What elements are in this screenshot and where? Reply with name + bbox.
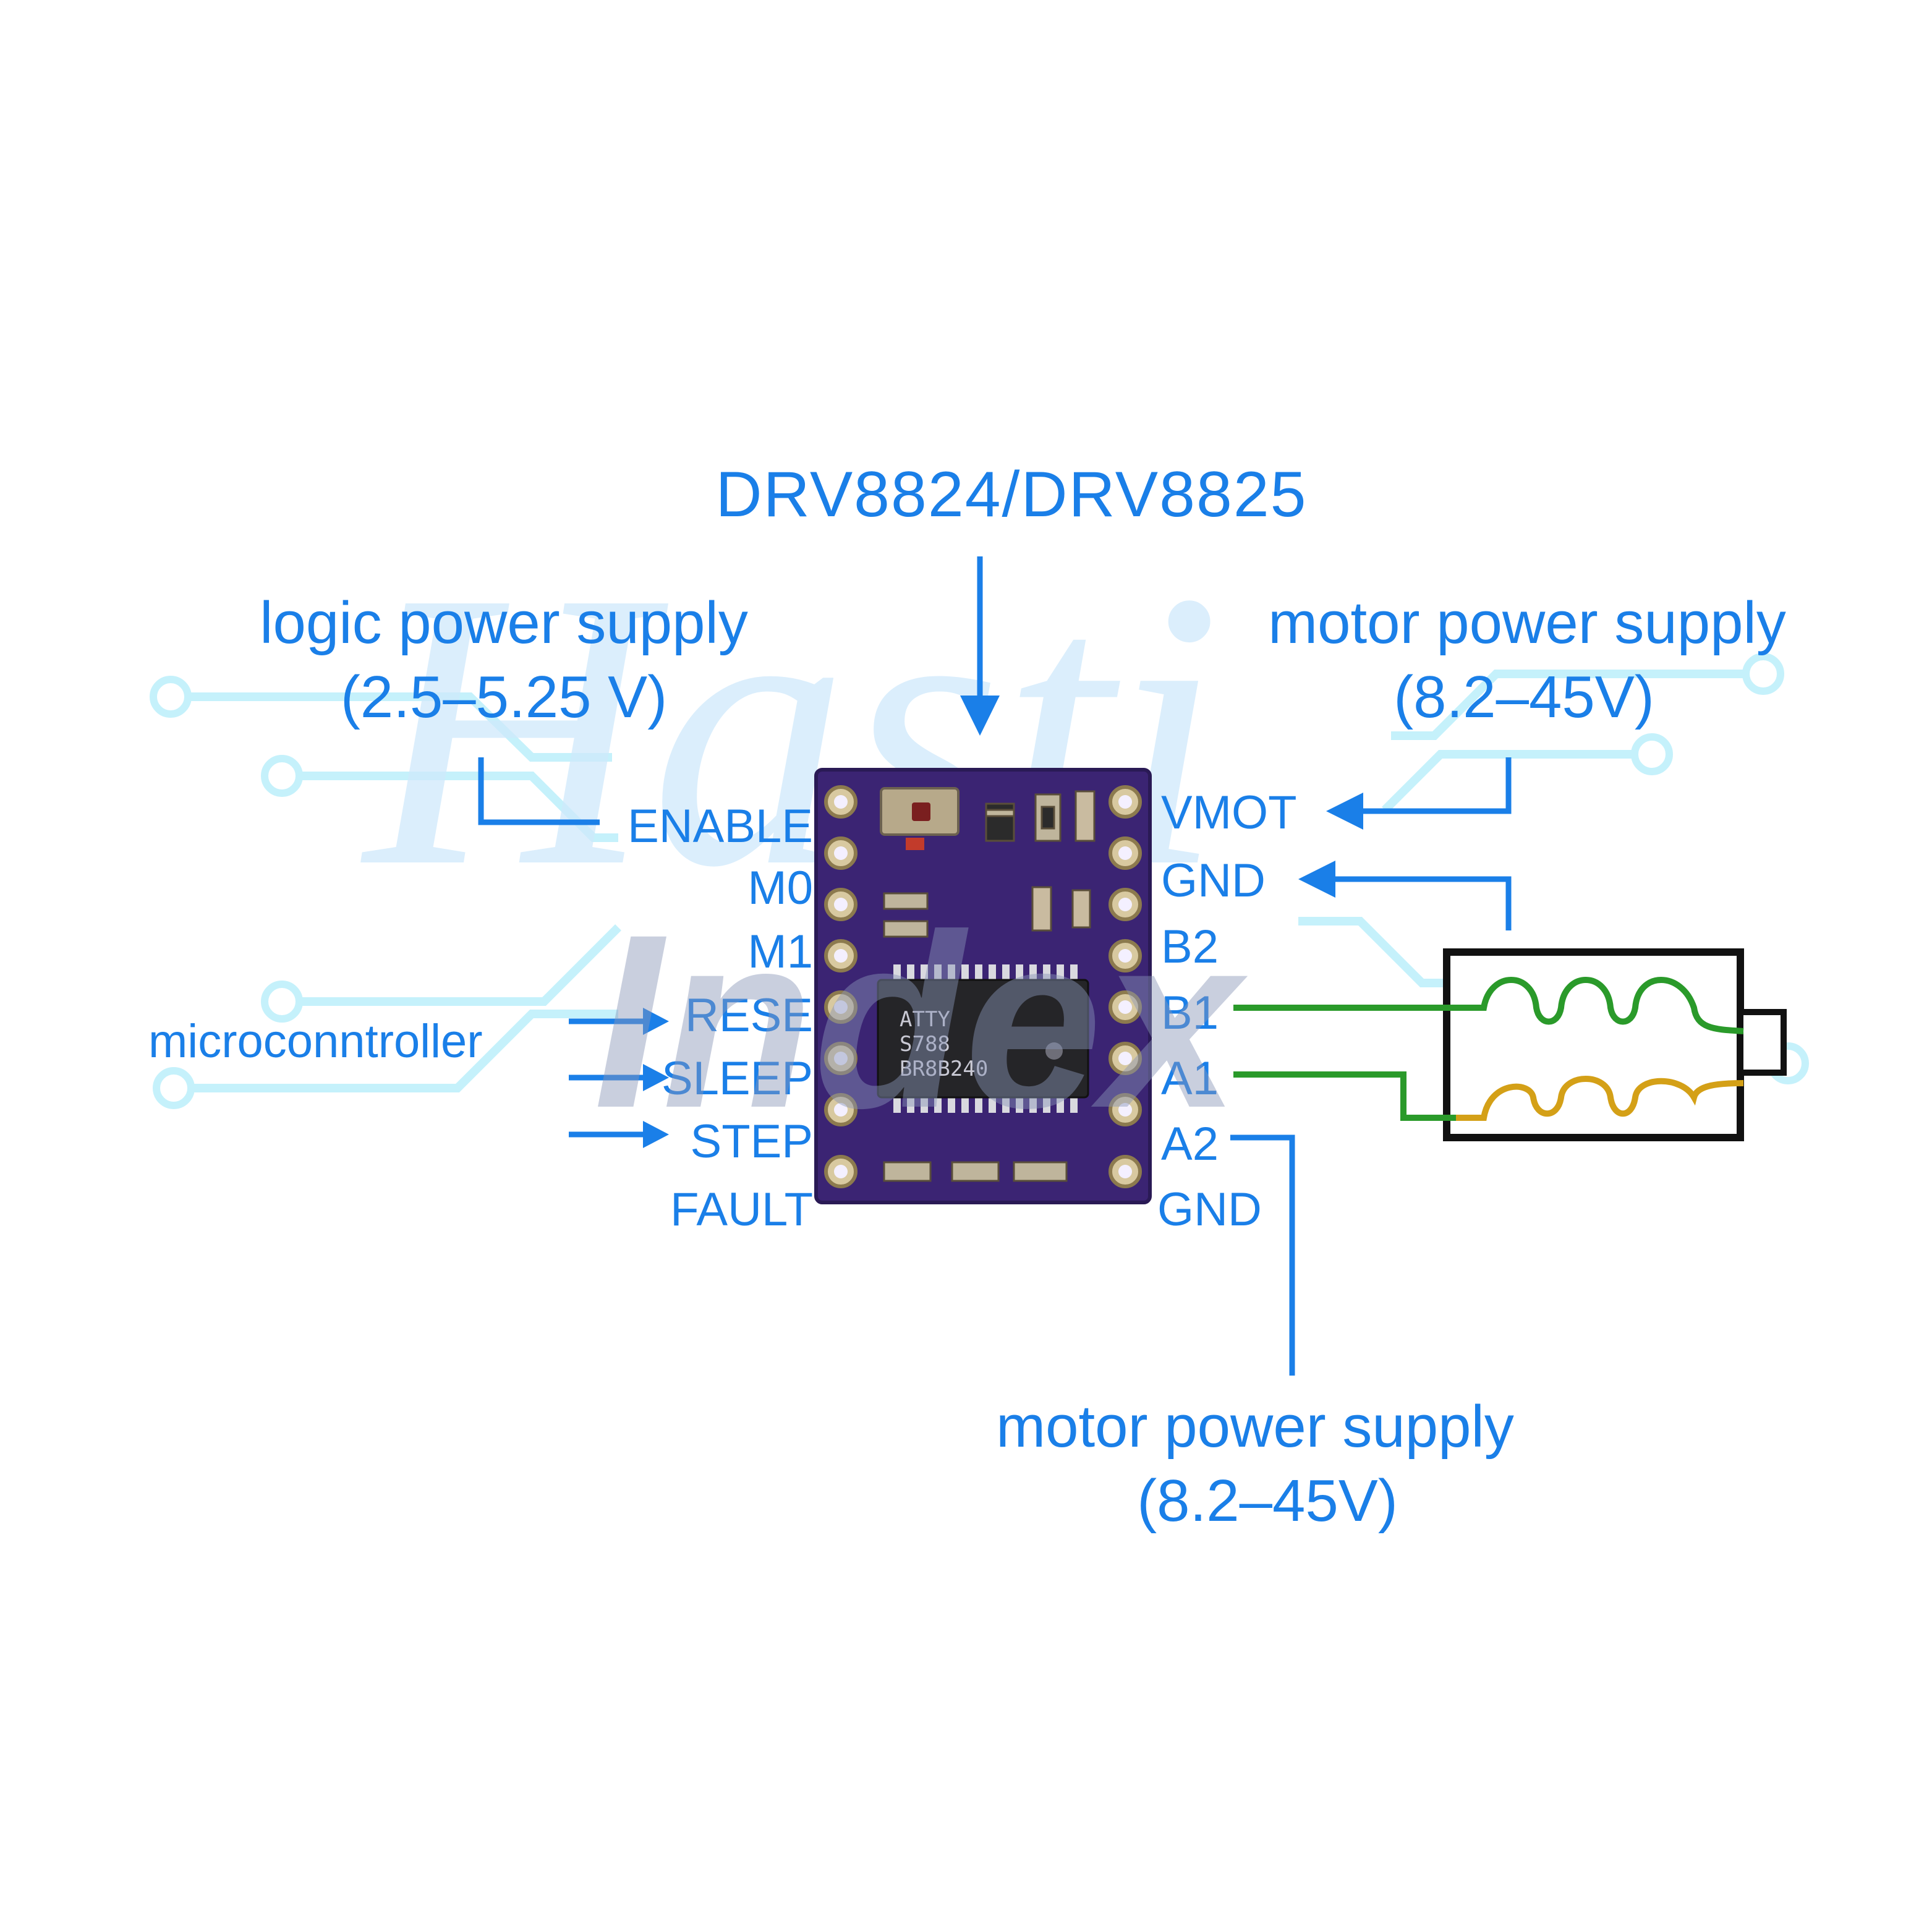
microcontroller-label: microconntroller [148,1015,483,1068]
driver-board: ATTY S788 BR8B240 [814,768,1152,1204]
motor-coil-b [1233,977,1744,1034]
pin-label-fault: FAULT [670,1183,813,1236]
motor-supply-bottom-label: motor power supply [996,1394,1514,1460]
motor-coil-a [1456,1076,1744,1121]
left-pin-labels: ENABLE M0 M1 RESE SLEEP STEP FAULT [628,800,813,1236]
logic-supply-range: (2.5–5.25 V) [341,664,667,730]
pin-label-b2: B2 [1161,921,1219,973]
gnd-arrow [1298,861,1512,930]
pin-label-b1: B1 [1161,987,1219,1039]
motor-supply-top-label: motor power supply [1268,590,1786,656]
a2-supply-line [1230,1134,1295,1376]
vmot-arrow [1326,757,1512,830]
driver-ic: ATTY S788 BR8B240 [877,964,1089,1113]
diagram-title: DRV8824/DRV8825 [715,459,1307,530]
motor-supply-bottom-range: (8.2–45V) [1137,1468,1398,1534]
pin-label-reset: RESE [685,989,813,1042]
chip-marking-3: BR8B240 [900,1057,988,1081]
pin-label-m0: M0 [747,862,813,914]
right-pin-labels: VMOT GND B2 B1 A1 A2 GND [1157,786,1297,1236]
chip-marking-1: ATTY [900,1007,950,1032]
pin-label-enable: ENABLE [628,800,813,853]
pin-label-a2: A2 [1161,1118,1219,1170]
logic-supply-label: logic power supply [260,590,748,656]
pin-label-a1: A1 [1161,1052,1219,1105]
microcontroller-arrows [569,1008,669,1148]
chip-marking-2: S788 [900,1032,950,1057]
pin-label-m1: M1 [747,926,813,978]
pin-label-sleep: SLEEP [662,1052,813,1105]
watermark-bottom: Index [594,883,1249,1159]
pin-label-vmot: VMOT [1161,786,1297,839]
pin-label-gnd-top: GND [1161,854,1266,907]
pin-label-step: STEP [691,1115,814,1168]
logic-supply-line [478,757,600,825]
title-arrow [960,556,1000,736]
pin-label-gnd-bottom: GND [1157,1183,1262,1236]
motor-coil-a-wire [1233,1071,1456,1121]
stepper-motor [1233,948,1787,1141]
motor-supply-top-range: (8.2–45V) [1394,664,1654,730]
